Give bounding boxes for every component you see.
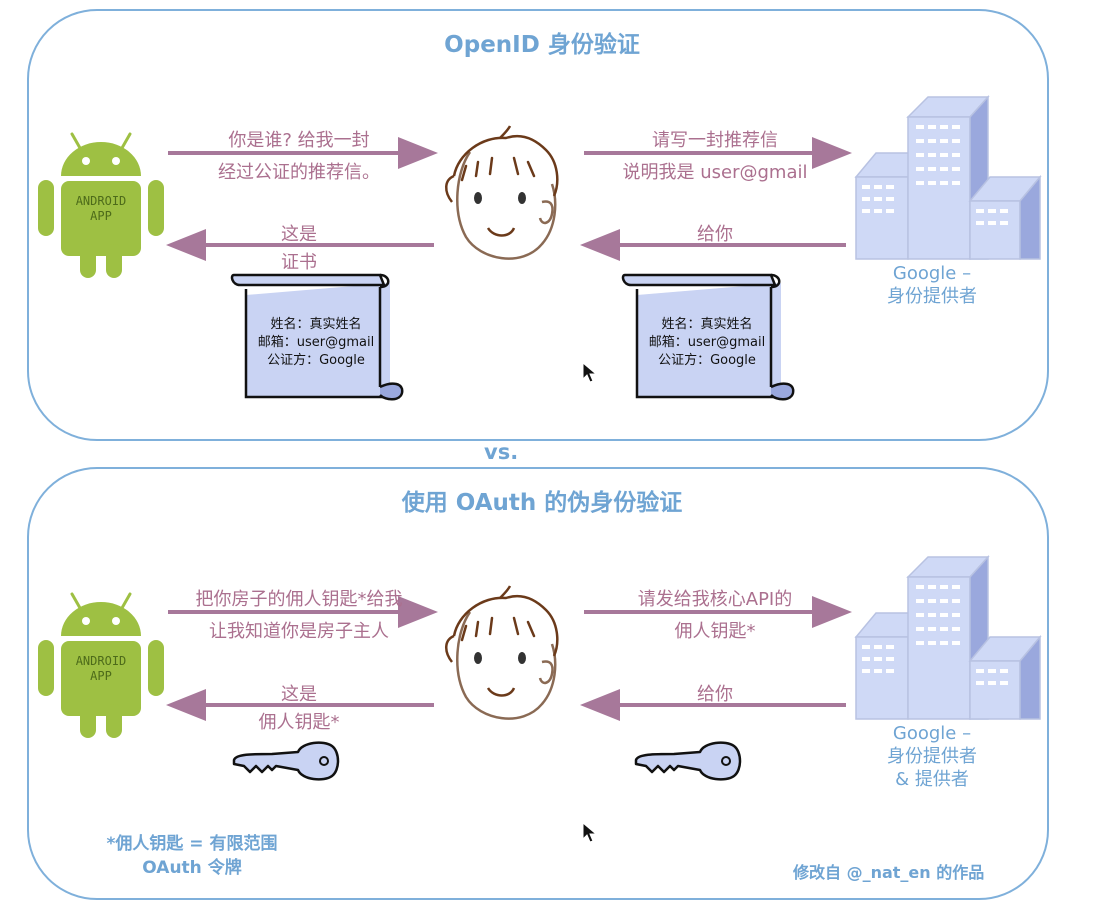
certificate-left: 姓名：真实姓名 邮箱：user@gmail 公证方：Google — [246, 316, 386, 370]
arrow-right-top — [584, 137, 852, 169]
android-logo-line1: ANDROID — [76, 194, 127, 208]
cert-notary: 公证方：Google — [267, 353, 365, 368]
android-logo-line2: APP — [90, 669, 112, 683]
openid-left-bottom-line1: 这是 — [281, 224, 317, 245]
building-icon — [855, 96, 1041, 260]
oauth-right-top-line1: 请发给我核心API的 — [637, 589, 793, 610]
oauth-title: 使用 OAuth 的伪身份验证 — [401, 490, 683, 516]
oauth-left-bottom-line2: 佣人钥匙* — [258, 712, 340, 733]
provider-line2: 身份提供者 — [887, 286, 977, 307]
openid-right-bottom: 给你 — [697, 224, 733, 245]
openid-left-bottom-line2: 证书 — [281, 252, 317, 273]
oauth-left-top-line1: 把你房子的佣人钥匙*给我 — [195, 589, 403, 610]
android-icon: ANDROID APP — [36, 592, 166, 740]
android-logo-line1: ANDROID — [76, 654, 127, 668]
building-icon — [855, 556, 1041, 720]
arrow-left-bottom — [166, 229, 434, 261]
oauth-panel — [27, 467, 1049, 900]
openid-panel — [27, 9, 1049, 441]
arrow-right-top — [584, 596, 852, 628]
openid-left-top-line1: 你是谁? 给我一封 — [228, 130, 370, 151]
key-icon — [232, 741, 340, 781]
arrow-left-top — [168, 137, 438, 169]
cert-notary: 公证方：Google — [658, 353, 756, 368]
android-icon: ANDROID APP — [36, 132, 166, 280]
arrow-right-bottom — [580, 229, 846, 261]
openid-left-top-line2: 经过公证的推荐信。 — [218, 162, 380, 183]
footnote-line2: OAuth 令牌 — [142, 858, 242, 878]
cert-name: 姓名：真实姓名 — [661, 317, 753, 332]
openid-right-top-line1: 请写一封推荐信 — [652, 130, 778, 151]
oauth-right-bottom: 给你 — [697, 684, 733, 705]
person-icon — [444, 584, 559, 720]
android-logo-line2: APP — [90, 209, 112, 223]
provider-line1: Google – — [892, 723, 972, 744]
provider-line1: Google – — [892, 263, 972, 284]
oauth-right-top-line2: 佣人钥匙* — [674, 621, 756, 642]
vs-label: vs. — [484, 440, 519, 464]
provider-line2: 身份提供者 — [887, 746, 977, 767]
certificate-right: 姓名：真实姓名 邮箱：user@gmail 公证方：Google — [637, 316, 777, 370]
credit: 修改自 @_nat_en 的作品 — [793, 863, 985, 882]
arrow-right-bottom — [580, 689, 846, 721]
openid-provider-label: Google – 身份提供者 — [852, 262, 1012, 308]
person-icon — [444, 124, 559, 260]
cursor-icon — [582, 821, 598, 843]
arrow-left-bottom — [166, 689, 434, 721]
oauth-provider-label: Google – 身份提供者 & 提供者 — [852, 722, 1012, 791]
provider-line3: & 提供者 — [895, 769, 969, 790]
footnote-line1: *佣人钥匙 = 有限范围 — [106, 834, 278, 854]
key-icon — [634, 741, 742, 781]
openid-right-top-line2: 说明我是 user@gmail — [622, 162, 808, 183]
footnote: *佣人钥匙 = 有限范围 OAuth 令牌 — [92, 832, 292, 880]
cert-email: 邮箱：user@gmail — [257, 335, 375, 350]
oauth-left-top-line2: 让我知道你是房子主人 — [209, 621, 389, 642]
arrow-left-top — [168, 596, 438, 628]
openid-title: OpenID 身份验证 — [444, 32, 640, 58]
oauth-left-bottom-line1: 这是 — [281, 684, 317, 705]
cursor-icon — [582, 361, 598, 383]
cert-name: 姓名：真实姓名 — [270, 317, 362, 332]
cert-email: 邮箱：user@gmail — [648, 335, 766, 350]
